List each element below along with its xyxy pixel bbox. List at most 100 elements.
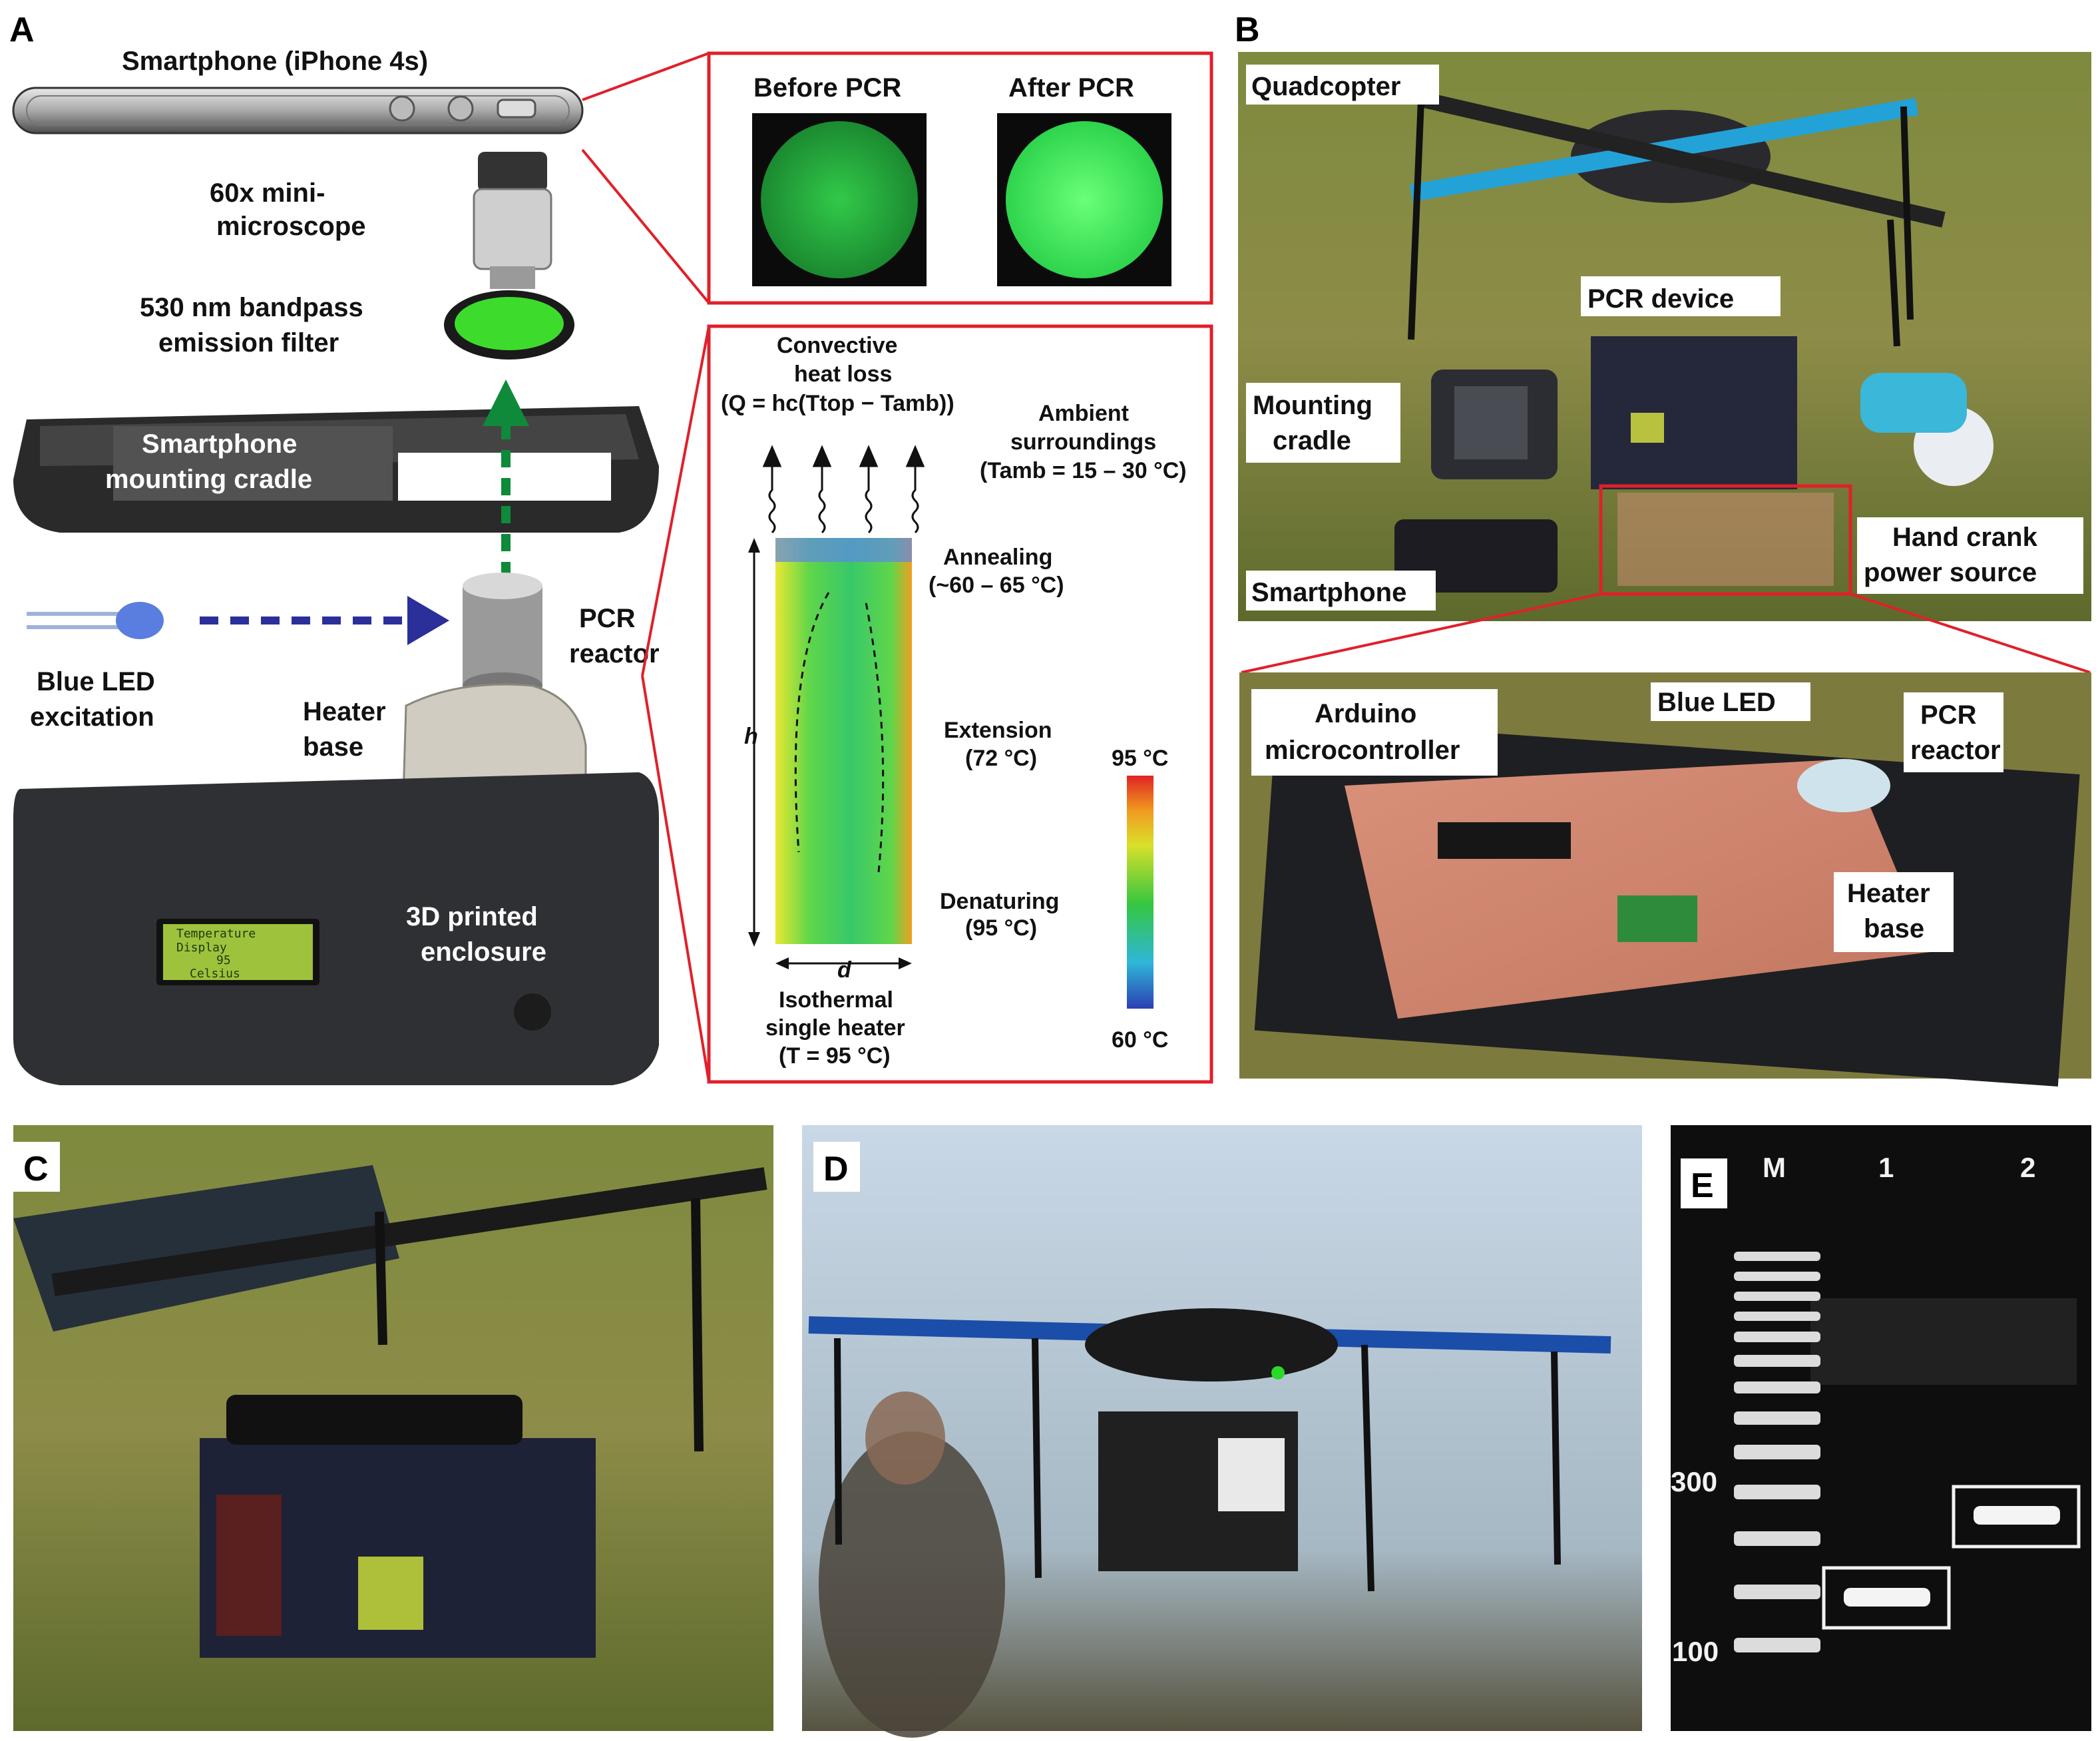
ambient-label-3: (Tamb = 15 – 30 °C): [980, 458, 1187, 483]
panel-b-letter: B: [1235, 11, 1260, 49]
panel-c-letter: C: [23, 1150, 49, 1188]
isothermal-label-1: Isothermal: [779, 987, 893, 1013]
lcd-line-4: Celsius: [190, 967, 240, 981]
heat-loss-label-1: Convective: [777, 333, 897, 358]
panel-c: C: [13, 1125, 773, 1731]
microscope-label-2: microscope: [216, 212, 366, 241]
connector-line: [1850, 593, 2091, 674]
lane-1-band: [1844, 1588, 1930, 1607]
heat-loss-formula: (Q = hc(Ttop − Tamb)): [721, 391, 954, 416]
convection-loop: [794, 592, 885, 873]
microscope-image: [473, 152, 552, 289]
cradle-label-2: mounting cradle: [105, 465, 312, 494]
lcd-line-1: Temperature: [176, 927, 256, 941]
hand-crank-label-1: Hand crank: [1892, 523, 2038, 552]
panel-d: D: [802, 1125, 1642, 1738]
blue-led-label: Blue LED: [1657, 688, 1776, 717]
mounting-label-2: cradle: [1273, 426, 1351, 455]
connector-line: [641, 326, 710, 676]
arduino-label-1: Arduino: [1315, 699, 1416, 728]
reactor-heatmap: [775, 538, 912, 944]
isothermal-label-2: single heater: [765, 1015, 905, 1041]
enclosure-label-1: 3D printed: [406, 902, 538, 931]
panel-b: B Quadcopter: [1235, 11, 2091, 1087]
circuit-highlight-box: [1599, 484, 1852, 596]
annealing-label-1: Annealing: [943, 545, 1052, 570]
smartphone-label: Smartphone (iPhone 4s): [122, 47, 428, 76]
cradle-label-1: Smartphone: [142, 429, 297, 459]
connector-line: [1241, 593, 1601, 674]
mounting-cradle-photo: [1431, 370, 1558, 479]
annealing-label-2: (~60 – 65 °C): [929, 573, 1064, 598]
convection-diagram-box: Convective heat loss (Q = hc(Ttop − Tamb…: [707, 324, 1213, 1084]
filter-label-2: emission filter: [158, 328, 339, 358]
ambient-label-2: surroundings: [1010, 429, 1156, 455]
heat-loss-label-2: heat loss: [794, 362, 892, 387]
ladder-100-label: 100: [1672, 1636, 1719, 1667]
gel-image: [1671, 1125, 2091, 1731]
smartphone-photo-label: Smartphone: [1251, 578, 1406, 607]
mounting-label-1: Mounting: [1253, 391, 1372, 420]
scale-bottom-label: 60 °C: [1112, 1027, 1168, 1053]
before-pcr-label: Before PCR: [753, 73, 901, 103]
heater-label-1: Heater: [303, 697, 386, 726]
reactor-label-1: PCR: [579, 604, 636, 633]
denaturing-label-2: (95 °C): [965, 915, 1037, 941]
extension-label-1: Extension: [944, 718, 1052, 743]
heat-loss-arrows: [762, 445, 925, 534]
dna-ladder: [1734, 1252, 1820, 1652]
lane-2-band-box: [1952, 1485, 2081, 1549]
connector-line: [582, 52, 710, 101]
connector-line: [641, 675, 710, 1083]
panel-e-letter: E: [1691, 1166, 1714, 1205]
microscope-label-1: 60x mini-: [210, 178, 325, 208]
filter-label-1: 530 nm bandpass: [140, 293, 363, 322]
led-label-1: Blue LED: [37, 667, 155, 696]
panel-d-letter: D: [823, 1150, 849, 1188]
after-pcr-label: After PCR: [1008, 73, 1134, 103]
fluorescence-comparison-box: Before PCR After PCR: [707, 51, 1213, 305]
pcr-device-image: [1591, 336, 1797, 489]
lcd-line-3: 95: [216, 953, 231, 967]
isothermal-label-3: (T = 95 °C): [779, 1043, 891, 1069]
lane-label-m: M: [1763, 1152, 1786, 1183]
hand-crank-image: [1860, 373, 1994, 486]
temperature-colorbar: [1127, 776, 1154, 1009]
quadcopter-label: Quadcopter: [1251, 72, 1400, 101]
panel-a-letter: A: [9, 11, 35, 49]
lane-1-band-box: [1822, 1566, 1951, 1630]
h-label: h: [744, 724, 758, 749]
denaturing-label-1: Denaturing: [940, 889, 1059, 914]
quadcopter-image: [1408, 92, 1946, 347]
panel-a: A Smartphone (iPhone 4s) 60x mini- micro…: [9, 11, 1213, 1085]
pcr-reactor-label-1: PCR: [1920, 700, 1977, 730]
arduino-label-2: microcontroller: [1265, 736, 1460, 765]
extension-label-2: (72 °C): [965, 746, 1037, 771]
pcr-reactor-image: [463, 573, 542, 699]
connector-line: [581, 148, 710, 304]
lcd-line-2: Display: [176, 941, 227, 955]
blue-led-image: [27, 602, 164, 639]
scale-top-label: 95 °C: [1112, 746, 1168, 771]
ambient-label-1: Ambient: [1038, 401, 1129, 426]
iphone-image: [12, 87, 584, 134]
heater-label-2: base: [303, 732, 363, 762]
heater-photo-label-2: base: [1864, 914, 1924, 943]
pcr-reactor-label-2: reactor: [1910, 736, 2001, 765]
enclosure-label-2: enclosure: [421, 937, 546, 967]
lane-label-1: 1: [1878, 1152, 1894, 1183]
emission-arrow: [483, 379, 529, 579]
hand-crank-label-2: power source: [1864, 558, 2037, 587]
lane-2-band: [1974, 1506, 2060, 1525]
ladder-300-label: 300: [1671, 1466, 1717, 1497]
enclosure-image: [13, 772, 659, 1085]
pcr-device-label: PCR device: [1587, 284, 1734, 314]
panel-e: E M 1 2 300 100: [1671, 1125, 2091, 1731]
led-label-2: excitation: [30, 702, 154, 732]
excitation-arrow: [200, 596, 449, 645]
heater-photo-label-1: Heater: [1847, 879, 1930, 908]
lane-label-2: 2: [2020, 1152, 2035, 1183]
d-label: d: [837, 957, 852, 983]
emission-filter-image: [444, 290, 574, 360]
